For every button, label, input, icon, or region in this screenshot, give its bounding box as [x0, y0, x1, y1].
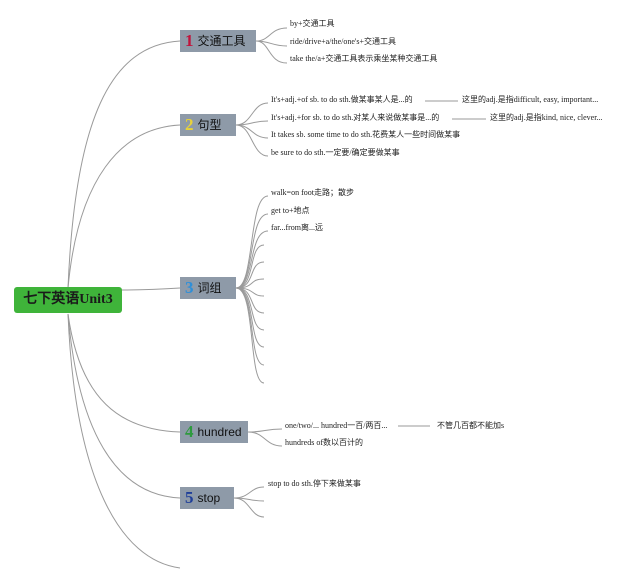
leaf-node[interactable]: by+交通工具 [290, 19, 335, 28]
branch-label: 交通工具 [197, 34, 246, 48]
branch-label: 词组 [197, 281, 222, 295]
leaf-node[interactable]: hundreds of数以百计的 [285, 438, 363, 447]
leaf-node[interactable]: be sure to do sth.一定要/确定要做某事 [271, 148, 400, 157]
leaf-node[interactable]: It's+adj.+of sb. to do sth.做某事某人是...的 [271, 95, 413, 104]
leaf-node[interactable]: far...from离...远 [271, 223, 323, 232]
leaf-node[interactable]: ride/drive+a/the/one's+交通工具 [290, 37, 396, 46]
leaf-note[interactable]: 不管几百都不能加s [437, 421, 505, 430]
branch-label: hundred [197, 425, 242, 439]
branch-number: 5 [185, 488, 194, 507]
branch-number: 4 [185, 422, 194, 441]
branch-number: 1 [185, 31, 194, 50]
leaf-node[interactable]: stop to do sth.停下来做某事 [268, 479, 361, 488]
leaf-node[interactable]: walk=on foot走路；散步 [271, 188, 354, 197]
leaf-node[interactable]: one/two/... hundred一百/两百... [285, 421, 388, 430]
leaf-node[interactable]: take the/a+交通工具表示乘坐某种交通工具 [290, 54, 438, 63]
leaf-node[interactable]: It's+adj.+for sb. to do sth.对某人来说做某事是...… [271, 113, 440, 122]
leaf-node[interactable]: get to+地点 [271, 206, 310, 215]
leaf-note[interactable]: 这里的adj.是指kind, nice, clever... [490, 113, 603, 122]
branch-label: stop [197, 491, 221, 505]
branch-number: 3 [185, 278, 194, 297]
root-node[interactable]: 七下英语Unit3 [14, 287, 122, 313]
leaf-note[interactable]: 这里的adj.是指difficult, easy, important... [462, 95, 599, 104]
leaf-node[interactable]: It takes sb. some time to do sth.花费某人一些时… [271, 130, 461, 139]
branch-number: 2 [185, 115, 194, 134]
branch-label: 句型 [197, 118, 222, 132]
